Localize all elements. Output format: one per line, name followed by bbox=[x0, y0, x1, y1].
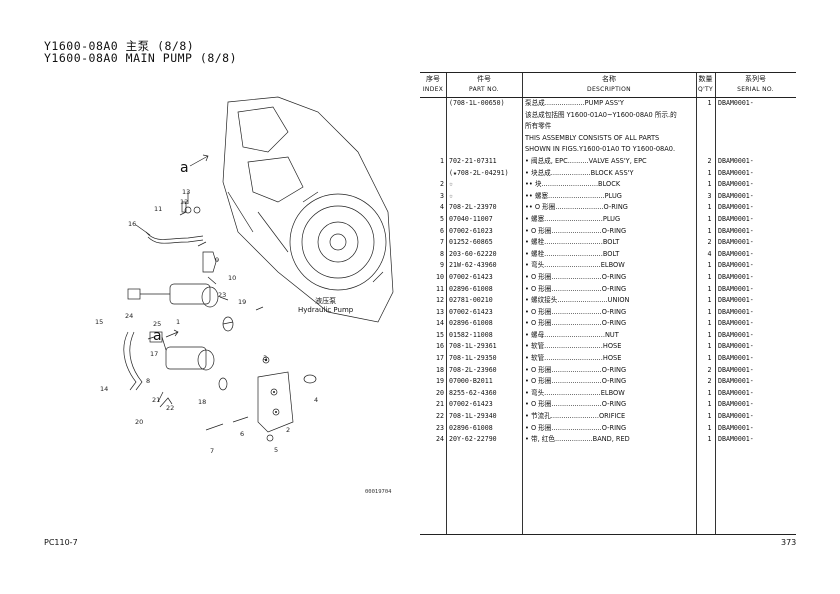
hose-16 bbox=[147, 236, 204, 244]
view-marker-a-lower: a bbox=[153, 328, 162, 344]
table-row: SHOWN IN FIGS.Y1600-01A0 TO Y1600-08A0. bbox=[525, 145, 676, 154]
callout-10: 10 bbox=[228, 274, 236, 282]
parts-rows: (708-1L-00650)泵总成...................PUMP… bbox=[420, 98, 796, 446]
table-row: 该总成包括图 Y1600-01A0~Y1600-08A0 所示.的 bbox=[525, 110, 677, 119]
callout-24: 24 bbox=[125, 312, 133, 320]
exploded-parts-diagram: 1 2 3 4 5 6 7 8 9 10 11 12 13 14 15 16 1… bbox=[95, 96, 394, 455]
callout-1: 1 bbox=[176, 318, 180, 326]
callout-12: 12 bbox=[180, 198, 188, 206]
callout-5: 5 bbox=[274, 446, 278, 454]
block-2 bbox=[257, 371, 294, 433]
callout-15: 15 bbox=[95, 318, 103, 326]
model-number: PC110-7 bbox=[44, 538, 78, 547]
hose-17 bbox=[123, 331, 137, 391]
callout-7: 7 bbox=[210, 447, 214, 455]
callout-20: 20 bbox=[135, 418, 143, 426]
hydraulic-pump-label-cn: 液压泵 bbox=[315, 297, 337, 305]
hydraulic-pump-label: 液压泵 Hydraulic Pump bbox=[298, 297, 353, 315]
callout-11: 11 bbox=[154, 205, 162, 213]
epc-valve-upper bbox=[169, 283, 211, 305]
page-title-cn: Y1600-08A0 主泵 (8/8) bbox=[44, 39, 195, 53]
callout-4: 4 bbox=[314, 396, 318, 404]
drawing-code: 00019704 bbox=[365, 489, 392, 495]
callout-6: 6 bbox=[240, 430, 244, 438]
page-title-en: Y1600-08A0 MAIN PUMP (8/8) bbox=[44, 51, 238, 65]
table-row: (708-1L-00650)泵总成...................PUMP… bbox=[449, 99, 754, 107]
table-row: 所有零件 bbox=[525, 122, 552, 131]
callout-25: 25 bbox=[153, 320, 161, 328]
callout-9: 9 bbox=[215, 256, 219, 264]
callout-16: 16 bbox=[128, 220, 136, 228]
table-row: (★708-2L-04291)• 块总成...................B… bbox=[449, 168, 754, 177]
hydraulic-pump-label-en: Hydraulic Pump bbox=[298, 306, 354, 314]
callout-17: 17 bbox=[150, 350, 158, 358]
pump-flange bbox=[289, 193, 387, 291]
callout-23: 23 bbox=[218, 291, 226, 299]
epc-valve-lower bbox=[165, 346, 207, 370]
callout-13: 13 bbox=[182, 188, 190, 196]
callout-21: 21 bbox=[152, 396, 160, 404]
table-row: THIS ASSEMBLY CONSISTS OF ALL PARTS bbox=[525, 133, 660, 142]
callout-2: 2 bbox=[286, 426, 290, 434]
callout-19: 19 bbox=[238, 298, 246, 306]
callout-18: 18 bbox=[198, 398, 206, 406]
callout-22: 22 bbox=[166, 404, 174, 412]
callout-14: 14 bbox=[100, 385, 108, 393]
callout-3: 3 bbox=[263, 354, 267, 362]
pump-body bbox=[222, 96, 394, 323]
page-number: 373 bbox=[781, 538, 797, 547]
callout-8: 8 bbox=[146, 377, 150, 385]
view-marker-a-upper: a bbox=[180, 160, 189, 176]
